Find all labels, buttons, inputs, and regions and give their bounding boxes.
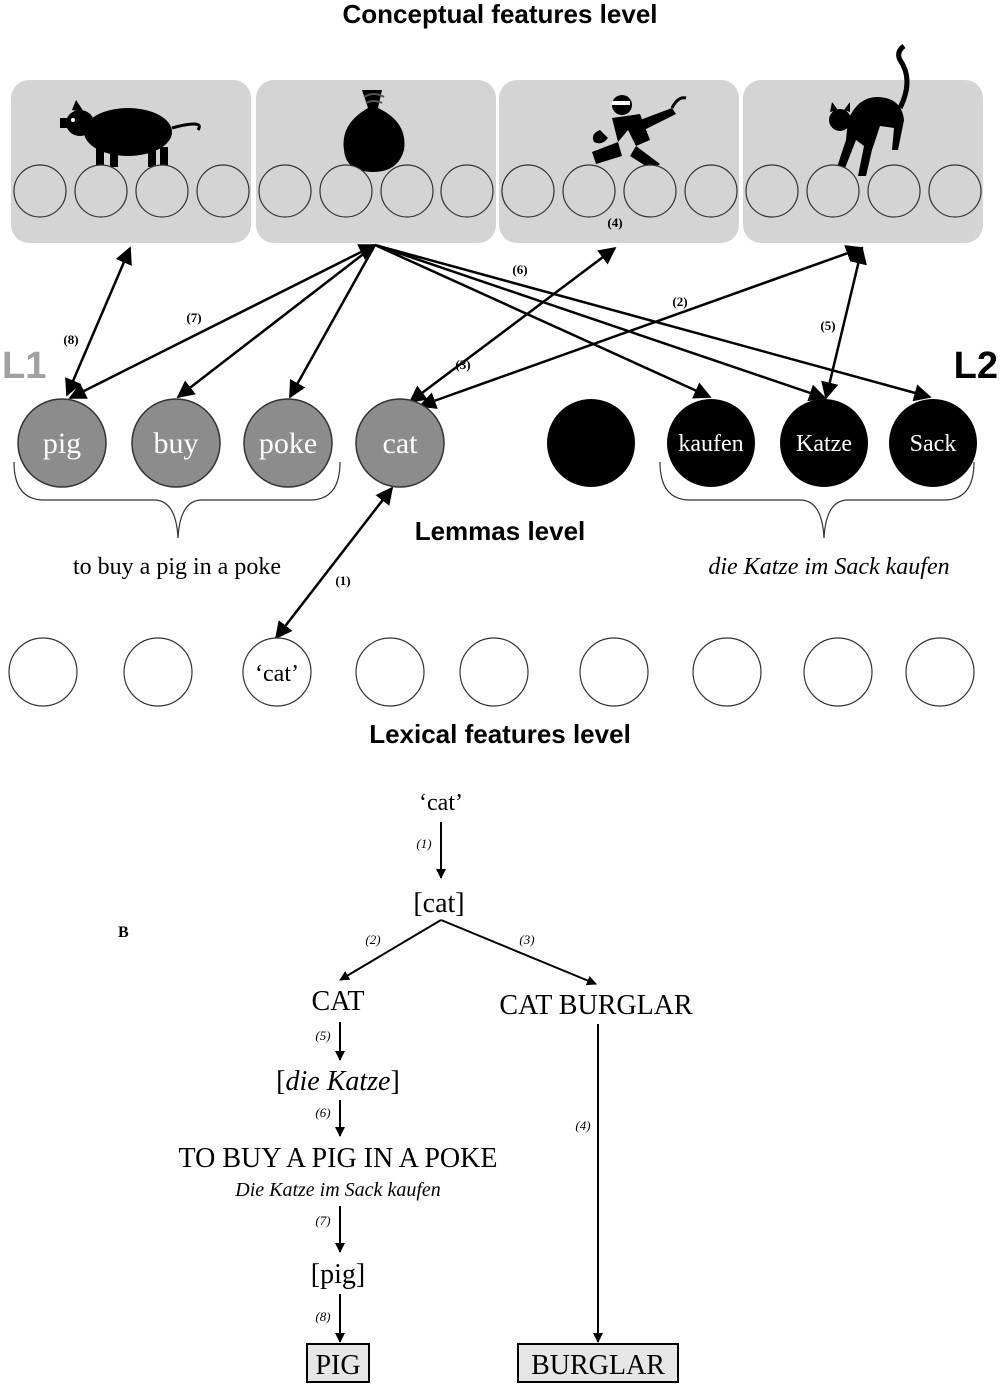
result-pig-box <box>306 1343 370 1383</box>
link-label-8: (8) <box>63 332 78 347</box>
link-6 <box>374 243 827 402</box>
link-label-1: (1) <box>335 573 350 588</box>
link-5 <box>821 246 867 400</box>
l2-lemmas: kaufen Katze Sack <box>547 399 977 487</box>
link-sack-sack <box>374 243 932 402</box>
link-label-5: (5) <box>820 318 835 333</box>
conceptual-heading: Conceptual features level <box>343 0 658 29</box>
flow-die-katze: [die Katze] <box>276 1066 400 1097</box>
l2-idiom-brace <box>659 461 975 539</box>
link-1 <box>274 486 394 640</box>
result-burglar: BURGLAR <box>531 1350 665 1381</box>
sack-icon <box>343 90 405 172</box>
flow-lemma-pig: [pig] <box>311 1259 365 1290</box>
step-label-6: (6) <box>315 1105 330 1120</box>
link-sack-buy <box>176 244 376 399</box>
flow-concept-cat: CAT <box>312 986 365 1017</box>
lemma-pig: pig <box>43 427 81 460</box>
lemma-poke: poke <box>259 427 317 460</box>
lexical-heading: Lexical features level <box>369 719 631 749</box>
link-2 <box>418 245 864 409</box>
flow-concept-cat-burglar: CAT BURGLAR <box>499 990 693 1021</box>
flow-lemma-cat: [cat] <box>413 888 464 919</box>
lemma-cat: cat <box>383 427 419 460</box>
link-label-3: (3) <box>455 357 470 372</box>
lemma-katze: Katze <box>796 431 852 457</box>
flow-idiom-upper: TO BUY A PIG IN A POKE <box>179 1143 498 1174</box>
step-label-8: (8) <box>315 1309 330 1324</box>
flow-arrows <box>335 822 603 1343</box>
l2-label: L2 <box>954 345 998 387</box>
step-label-2: (2) <box>365 932 380 947</box>
concept-box-burglar <box>499 80 739 243</box>
link-label-7: (7) <box>186 310 201 325</box>
flow-lexical-cat: ‘cat’ <box>419 790 463 816</box>
link-label-2: (2) <box>672 294 687 309</box>
l1-idiom-brace <box>13 461 341 539</box>
concept-lemma-links <box>65 243 932 640</box>
result-burglar-box <box>517 1343 679 1383</box>
lexical-node-cat: ‘cat’ <box>255 661 299 687</box>
concept-box-sack <box>256 80 496 243</box>
link-label-6: (6) <box>512 262 527 277</box>
l2-idiom: die Katze im Sack kaufen <box>708 554 949 580</box>
step-label-1: (1) <box>416 836 431 851</box>
link-label-4: (4) <box>607 215 622 230</box>
burglar-icon <box>592 95 687 170</box>
link-7 <box>68 243 377 400</box>
step-label-4: (4) <box>575 1118 590 1133</box>
step-label-5: (5) <box>315 1028 330 1043</box>
l1-label: L1 <box>2 345 46 387</box>
concept-box-pig <box>11 80 251 243</box>
lemmas-heading: Lemmas level <box>415 516 586 546</box>
panel-b-label: B <box>118 924 129 941</box>
cat-icon <box>829 44 910 176</box>
concept-box-cat <box>743 44 983 243</box>
lemma-buy: buy <box>154 427 199 460</box>
link-sack-poke <box>288 244 377 399</box>
l1-lemmas: pig buy poke cat <box>17 398 445 488</box>
pig-icon <box>60 100 201 167</box>
lexical-nodes <box>8 637 975 707</box>
l1-idiom: to buy a pig in a poke <box>73 554 281 580</box>
lemma-kaufen: kaufen <box>678 431 743 457</box>
flow-idiom-german: Die Katze im Sack kaufen <box>234 1179 441 1201</box>
lemma-sack: Sack <box>910 431 957 457</box>
result-pig: PIG <box>315 1350 360 1381</box>
step-label-7: (7) <box>315 1213 330 1228</box>
flow-die-katze-inner: die Katze <box>286 1066 391 1097</box>
step-label-3: (3) <box>519 932 534 947</box>
